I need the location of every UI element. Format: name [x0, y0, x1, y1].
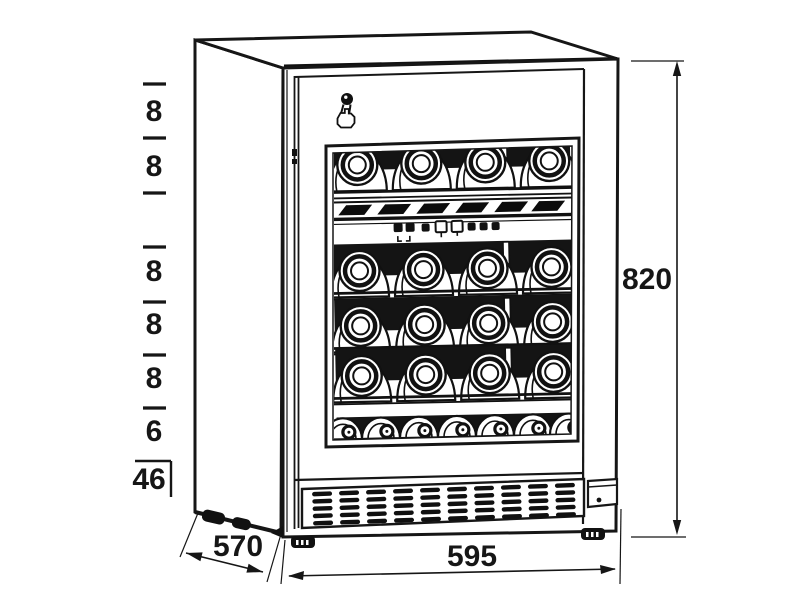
shelf-spacing-dimensions: 8 8 8 8 8 6 [143, 82, 166, 448]
arrow-left [288, 571, 304, 580]
side-foot [231, 517, 251, 531]
glass-window-frame [324, 136, 581, 449]
door-top-edge [293, 68, 585, 78]
arrow-right [600, 565, 616, 574]
plug-icon [396, 235, 411, 242]
shelf-gap-label: 8 [146, 150, 163, 183]
ventilation-grille [300, 477, 586, 530]
wine-bottle-row [334, 239, 572, 301]
dimension-height: 820 [622, 60, 686, 538]
panel-button [467, 222, 476, 231]
wine-bottle-row [334, 146, 572, 200]
cabinet-left-side-panel [193, 37, 285, 535]
lying-bottle-row [334, 411, 572, 440]
glass-door [292, 68, 586, 529]
rear-left-foot [201, 509, 226, 525]
dimension-width: 595 [280, 508, 622, 585]
panel-button [405, 222, 415, 232]
corner-shadow [271, 526, 283, 538]
door-latch [586, 477, 619, 509]
dimension-depth: 570 [179, 512, 282, 583]
display-window [434, 220, 448, 234]
display-window [450, 219, 464, 233]
dim-base-label: 46 [132, 463, 165, 496]
door-right-edge [581, 68, 586, 525]
door-bottom-edge [293, 471, 585, 482]
shelf-gap-label: 8 [146, 95, 163, 128]
leveling-feet [201, 509, 605, 548]
control-panel [393, 219, 500, 242]
panel-button [421, 223, 430, 232]
hinge-pin [292, 159, 297, 164]
shelf-gap-label: 8 [146, 255, 163, 288]
dimension-base: 46 [132, 459, 173, 497]
arrow-up [672, 61, 682, 76]
hinge-pin [292, 149, 297, 156]
wood-shelf [334, 196, 572, 226]
dim-depth-label: 570 [213, 530, 263, 563]
dim-width-label: 595 [447, 540, 497, 573]
arrow-down [672, 520, 682, 535]
glass-window-interior [334, 146, 572, 440]
arrow-right [246, 563, 263, 573]
panel-button [479, 222, 488, 231]
dim-height-label: 820 [622, 263, 672, 296]
door-lock-key-icon [336, 93, 356, 129]
shelf-gap-label: 8 [146, 362, 163, 395]
wine-bottle-row [334, 344, 572, 406]
latch-screw [596, 497, 602, 503]
shelf-gap-label: 6 [146, 415, 163, 448]
panel-button [393, 223, 403, 233]
shelf-gap-label: 8 [146, 308, 163, 341]
panel-button [491, 222, 500, 231]
arrow-left [186, 552, 203, 562]
